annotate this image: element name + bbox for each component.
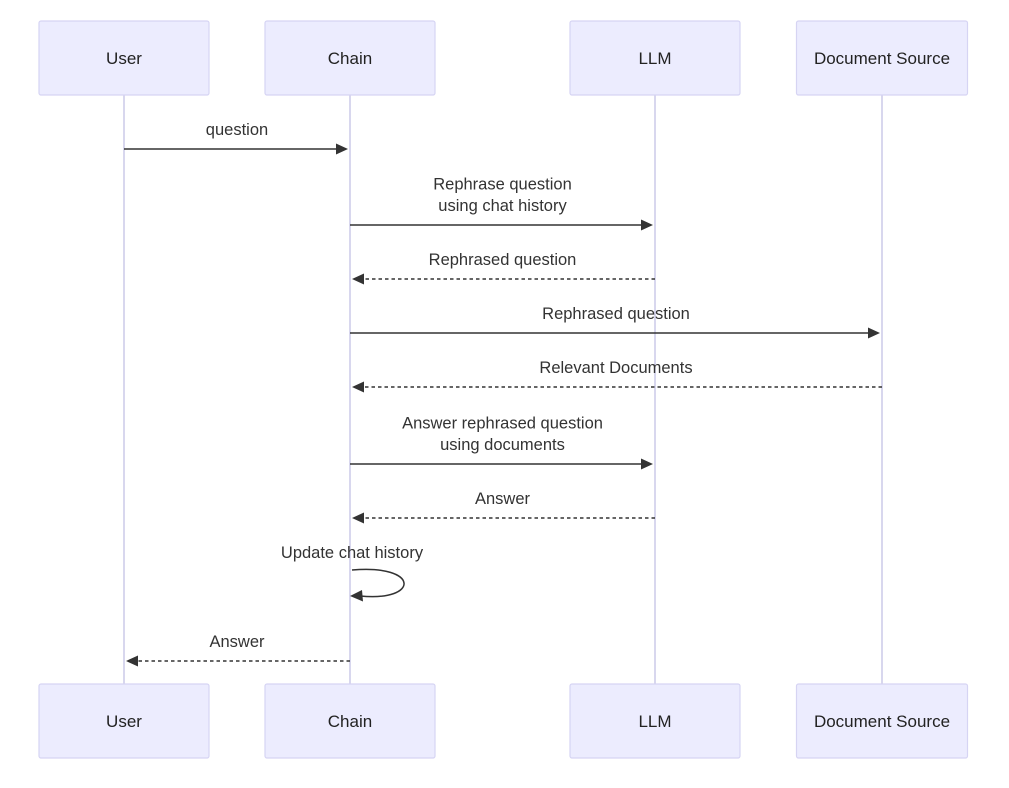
participant-user-bottom: User xyxy=(38,683,210,759)
message-line xyxy=(351,568,405,598)
arrowhead xyxy=(352,381,364,393)
message-label: Relevant Documents xyxy=(539,359,692,377)
participant-box xyxy=(38,20,210,96)
arrowhead xyxy=(336,143,348,155)
arrowhead xyxy=(868,327,880,339)
lifelines xyxy=(123,95,883,684)
participant-box xyxy=(569,683,741,759)
message-8: Update chat history xyxy=(281,544,424,602)
message-label: using chat history xyxy=(438,197,567,215)
actors-bottom: User Chain LLM Document Source xyxy=(38,683,969,759)
participant-chain-bottom: Chain xyxy=(264,683,436,759)
participant-box xyxy=(795,683,969,759)
participant-docs-top: Document Source xyxy=(795,20,969,96)
participant-box xyxy=(795,20,969,96)
participant-label: Chain xyxy=(328,49,372,68)
participant-box xyxy=(264,20,436,96)
participant-llm-top: LLM xyxy=(569,20,741,96)
message-5: Relevant Documents xyxy=(352,359,882,393)
participant-box xyxy=(264,683,436,759)
message-label: using documents xyxy=(440,436,565,454)
participant-box xyxy=(569,20,741,96)
arrowhead xyxy=(126,655,138,667)
participant-chain-top: Chain xyxy=(264,20,436,96)
message-label: question xyxy=(206,121,268,139)
participant-label: User xyxy=(106,712,142,731)
message-label: Rephrase question xyxy=(433,176,572,194)
message-4: Rephrased question xyxy=(350,305,880,339)
participant-label: LLM xyxy=(638,49,671,68)
arrowhead xyxy=(641,458,653,470)
message-label: Rephrased question xyxy=(429,251,577,269)
participant-label: Document Source xyxy=(814,49,950,68)
message-label: Answer rephrased question xyxy=(402,415,603,433)
message-1: question xyxy=(124,121,348,155)
message-label: Answer xyxy=(209,633,265,651)
participant-label: Chain xyxy=(328,712,372,731)
message-2: Rephrase question using chat history xyxy=(350,176,653,231)
participant-box xyxy=(38,683,210,759)
message-6: Answer rephrased question using documents xyxy=(350,415,653,470)
participant-label: LLM xyxy=(638,712,671,731)
actors-top: User Chain LLM Document Source xyxy=(38,20,969,96)
arrowhead xyxy=(350,590,363,602)
message-label: Answer xyxy=(475,490,531,508)
participant-label: Document Source xyxy=(814,712,950,731)
arrowhead xyxy=(641,219,653,231)
arrowhead xyxy=(352,512,364,524)
participant-user-top: User xyxy=(38,20,210,96)
message-label: Update chat history xyxy=(281,544,424,562)
arrowhead xyxy=(352,273,364,285)
participant-llm-bottom: LLM xyxy=(569,683,741,759)
message-label: Rephrased question xyxy=(542,305,690,323)
message-3: Rephrased question xyxy=(352,251,655,285)
participant-label: User xyxy=(106,49,142,68)
message-9: Answer xyxy=(126,633,350,667)
message-7: Answer xyxy=(352,490,655,524)
participant-docs-bottom: Document Source xyxy=(795,683,969,759)
